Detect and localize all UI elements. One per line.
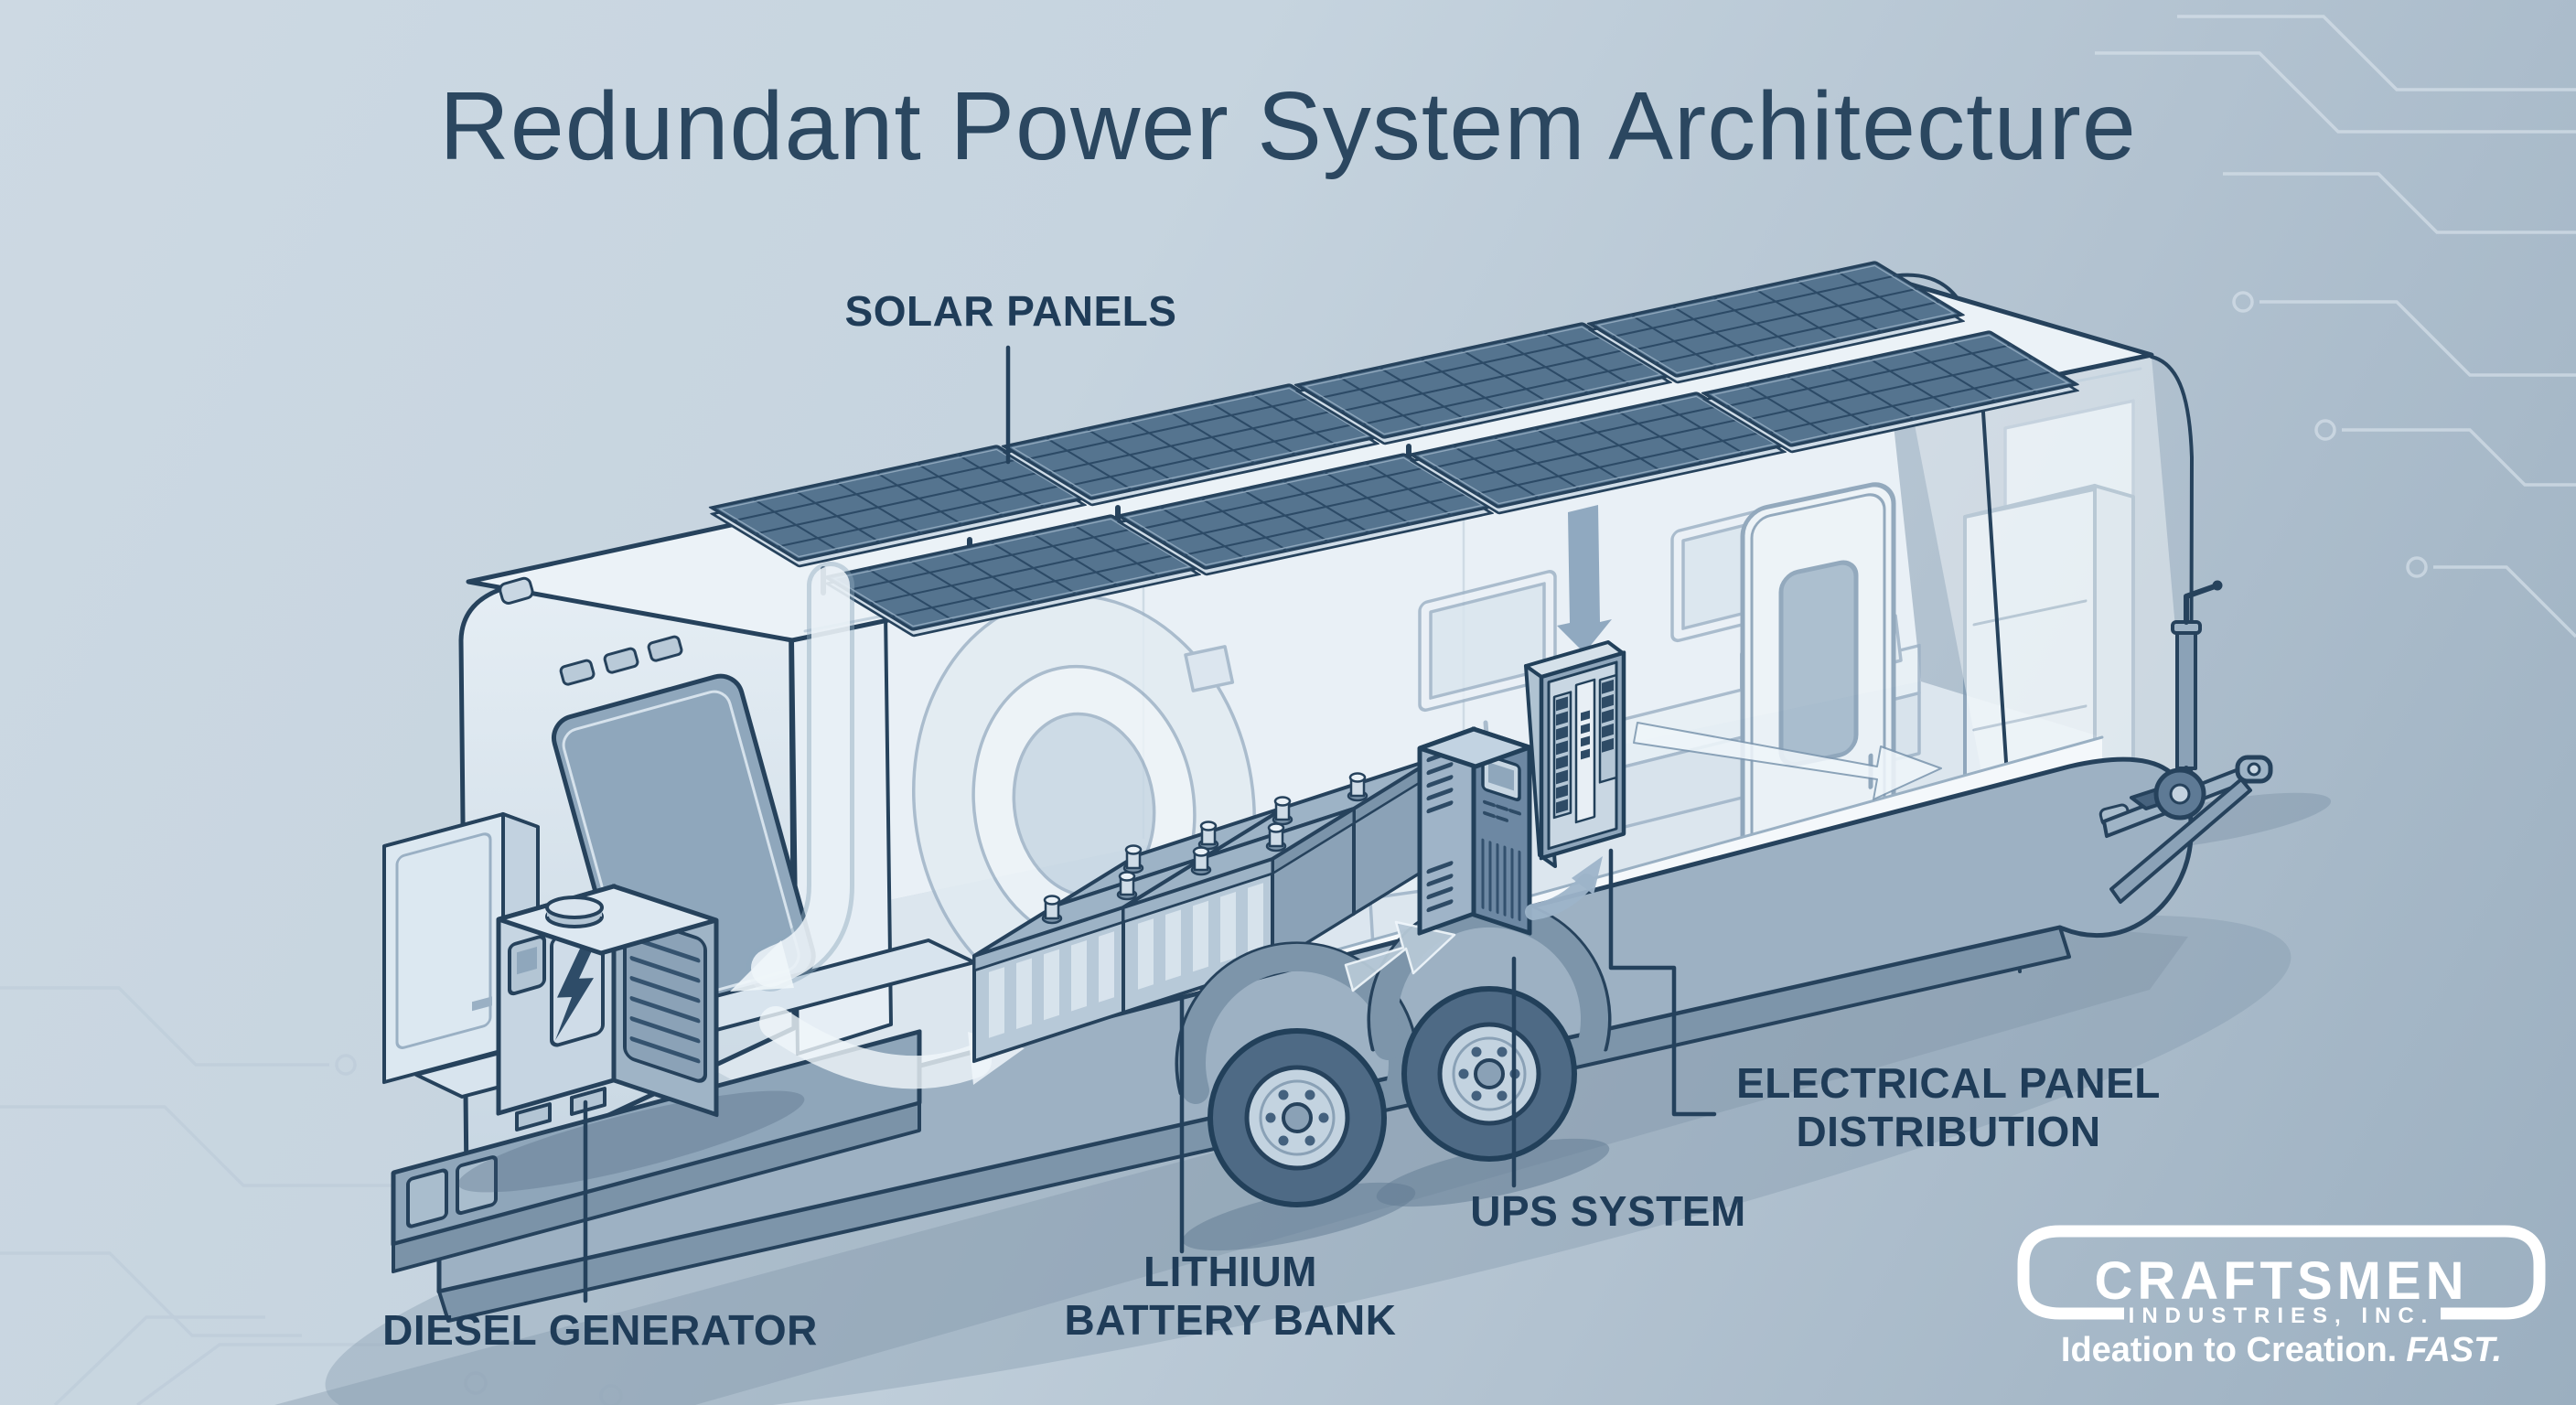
battery-to-ups-arrow xyxy=(1344,920,1456,992)
logo-border xyxy=(2017,1225,2546,1320)
label-panel-line2: DISTRIBUTION xyxy=(1796,1108,2101,1155)
label-panel-line1: ELECTRICAL PANEL xyxy=(1736,1059,2161,1107)
ups-tower xyxy=(1417,726,1532,936)
leader-panel xyxy=(1608,848,1717,1117)
trailer xyxy=(382,263,2273,1323)
label-diesel-generator: DIESEL GENERATOR xyxy=(382,1306,818,1354)
electrical-panel xyxy=(1524,640,1626,868)
breaker-columns xyxy=(1552,673,1618,824)
generator-cap xyxy=(545,896,604,928)
trailer-hitch xyxy=(2102,580,2273,904)
lightning-bolt-icon xyxy=(555,942,594,1041)
page-title: Redundant Power System Architecture xyxy=(439,72,2137,180)
panel-distribution-arrow xyxy=(1633,722,1942,800)
logo-tagline-fast: FAST. xyxy=(2406,1331,2502,1369)
ceiling-to-panel-arrow xyxy=(1557,505,1612,653)
logo-subtitle: INDUSTRIES, INC. xyxy=(2129,1303,2435,1328)
diesel-generator xyxy=(496,884,719,1132)
circuit-traces-top-right xyxy=(2095,15,2576,638)
label-lithium-battery-bank: LITHIUM BATTERY BANK xyxy=(1034,1248,1427,1345)
logo-tagline: Ideation to Creation.FAST. xyxy=(2061,1331,2502,1369)
ups-to-panel-arrow xyxy=(1525,856,1603,920)
label-electrical-panel: ELECTRICAL PANEL DISTRIBUTION xyxy=(1720,1059,2177,1156)
cap-vents xyxy=(559,635,683,686)
leader-lines xyxy=(583,345,1717,1303)
wall-monitor xyxy=(1418,570,1557,797)
label-solar-panels: SOLAR PANELS xyxy=(844,287,1177,335)
label-lithium-line1: LITHIUM xyxy=(1143,1248,1317,1295)
label-lithium-line2: BATTERY BANK xyxy=(1064,1296,1397,1344)
craftsmen-logo: CRAFTSMEN INDUSTRIES, INC. Ideation to C… xyxy=(2017,1225,2546,1369)
logo-brand: CRAFTSMEN xyxy=(2094,1251,2468,1311)
jack xyxy=(2153,580,2223,820)
generator-area xyxy=(382,811,976,1274)
coupler xyxy=(2235,755,2273,784)
logo-tagline-text: Ideation to Creation. xyxy=(2061,1331,2397,1369)
label-ups-system: UPS SYSTEM xyxy=(1470,1187,1746,1235)
solar-feed-arrow xyxy=(730,562,854,992)
